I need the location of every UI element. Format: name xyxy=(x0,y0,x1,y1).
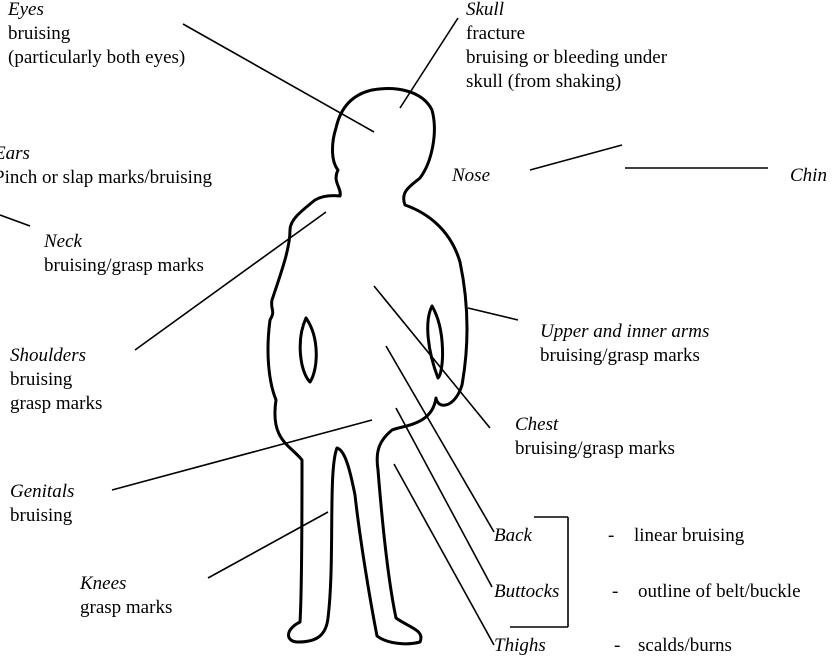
eyes-detail-1: bruising xyxy=(8,22,185,46)
genitals-label: Genitals bruising xyxy=(10,480,74,528)
thighs-leader xyxy=(394,464,494,645)
chest-detail-1: bruising/grasp marks xyxy=(515,437,675,461)
skull-leader xyxy=(400,18,458,108)
buttocks-note: outline of belt/buckle xyxy=(638,580,801,604)
buttocks-leader xyxy=(396,408,492,587)
eyes-label: Eyes bruising (particularly both eyes) xyxy=(8,0,185,70)
neck-detail-1: bruising/grasp marks xyxy=(44,254,204,278)
shoulders-detail-1: bruising xyxy=(10,368,102,392)
upper-arms-leader xyxy=(468,308,518,320)
knees-title: Knees xyxy=(80,572,172,596)
chin-label: Chin xyxy=(790,164,827,188)
shoulders-label: Shoulders bruising grasp marks xyxy=(10,344,102,416)
child-body-outline xyxy=(268,89,467,644)
neck-title: Neck xyxy=(44,230,204,254)
chest-title: Chest xyxy=(515,413,675,437)
skull-detail-3: skull (from shaking) xyxy=(466,70,667,94)
skull-detail-1: fracture xyxy=(466,22,667,46)
ears-detail-1: Pinch or slap marks/bruising xyxy=(0,166,212,190)
back-dash: - xyxy=(608,524,614,548)
buttocks-title: Buttocks xyxy=(494,580,559,604)
nose-leader xyxy=(530,145,622,170)
knees-leader xyxy=(208,512,328,578)
upper-arms-label: Upper and inner arms bruising/grasp mark… xyxy=(540,320,709,368)
knees-label: Knees grasp marks xyxy=(80,572,172,620)
eyes-leader xyxy=(183,24,374,132)
back-title: Back xyxy=(494,524,532,548)
eyes-title: Eyes xyxy=(8,0,185,22)
shoulders-title: Shoulders xyxy=(10,344,102,368)
genitals-title: Genitals xyxy=(10,480,74,504)
thighs-title: Thighs xyxy=(494,634,546,658)
chest-label: Chest bruising/grasp marks xyxy=(515,413,675,461)
ears-label: Ears Pinch or slap marks/bruising xyxy=(0,142,212,190)
thighs-dash: - xyxy=(614,634,620,658)
upper-arms-detail-1: bruising/grasp marks xyxy=(540,344,709,368)
shoulders-detail-2: grasp marks xyxy=(10,392,102,416)
skull-title: Skull xyxy=(466,0,667,22)
eyes-detail-2: (particularly both eyes) xyxy=(8,46,185,70)
thighs-note: scalds/burns xyxy=(638,634,732,658)
genitals-detail-1: bruising xyxy=(10,504,74,528)
nose-label: Nose xyxy=(452,164,490,188)
skull-label: Skull fracture bruising or bleeding unde… xyxy=(466,0,667,94)
ears-leader xyxy=(0,215,30,226)
back-note: linear bruising xyxy=(634,524,744,548)
neck-label: Neck bruising/grasp marks xyxy=(44,230,204,278)
buttocks-dash: - xyxy=(612,580,618,604)
upper-arms-title: Upper and inner arms xyxy=(540,320,709,344)
ears-title: Ears xyxy=(0,142,212,166)
skull-detail-2: bruising or bleeding under xyxy=(466,46,667,70)
knees-detail-1: grasp marks xyxy=(80,596,172,620)
